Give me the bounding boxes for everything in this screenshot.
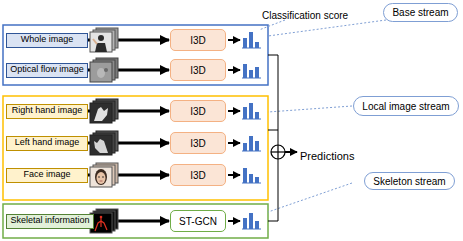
label-text: Predictions xyxy=(300,150,354,162)
input-label-box: Right hand image xyxy=(6,104,88,119)
node-text: Base stream xyxy=(392,7,448,18)
leader-line xyxy=(268,106,352,112)
score-bars xyxy=(242,32,261,229)
whole-image-thumbnail xyxy=(90,28,118,52)
leader-line xyxy=(268,20,386,36)
node-text: Optical flow image xyxy=(10,65,84,75)
node-text: Local image stream xyxy=(362,101,449,112)
skeleton-thumbnail xyxy=(90,209,118,233)
model-box: I3D xyxy=(170,59,226,81)
node-text: Whole image xyxy=(21,35,74,45)
fusion-line xyxy=(268,55,278,56)
right-hand-thumbnail xyxy=(90,99,118,123)
local-group-box xyxy=(3,96,268,200)
node-text: I3D xyxy=(190,138,206,149)
node-text: Skeleton stream xyxy=(373,176,445,187)
fusion-line xyxy=(278,55,279,221)
leader-line xyxy=(259,20,285,30)
fusion-line xyxy=(268,130,278,131)
base-group-box xyxy=(3,25,268,85)
model-box: I3D xyxy=(170,164,226,186)
label-text: Classification score xyxy=(262,10,348,21)
input-label-box: Optical flow image xyxy=(6,63,88,78)
node-text: Left hand image xyxy=(15,138,80,148)
output-text: Predictions xyxy=(300,146,354,164)
model-box: ST-GCN xyxy=(170,210,226,232)
node-text: I3D xyxy=(190,65,206,76)
input-label-box: Left hand image xyxy=(6,136,88,151)
leader-line xyxy=(268,183,352,212)
skeleton-group-box xyxy=(3,204,268,238)
node-text: ST-GCN xyxy=(179,216,217,227)
node-text: I3D xyxy=(190,170,206,181)
optical-flow-thumbnail xyxy=(90,58,118,82)
node-text: I3D xyxy=(190,106,206,117)
score-arrows xyxy=(228,40,240,221)
input-label-box: Whole image xyxy=(6,33,88,48)
model-box: I3D xyxy=(170,132,226,154)
model-box: I3D xyxy=(170,100,226,122)
left-hand-thumbnail xyxy=(90,131,118,155)
stream-pill: Skeleton stream xyxy=(364,172,455,190)
input-label-box: Skeletal information xyxy=(6,214,94,229)
node-text: Skeletal information xyxy=(10,216,89,226)
stream-pill: Base stream xyxy=(383,3,458,22)
connector-group xyxy=(88,40,169,221)
face-thumbnail xyxy=(90,163,118,187)
node-text: I3D xyxy=(190,35,206,46)
node-text: Face image xyxy=(23,170,70,180)
stream-pill: Local image stream xyxy=(353,96,459,116)
annotation-text: Classification score xyxy=(262,5,348,23)
model-box: I3D xyxy=(170,29,226,51)
input-label-box: Face image xyxy=(6,168,88,183)
fusion-line xyxy=(268,221,278,222)
sum-symbol xyxy=(271,145,285,159)
output-arrow xyxy=(285,151,297,153)
node-text: Right hand image xyxy=(12,106,83,116)
